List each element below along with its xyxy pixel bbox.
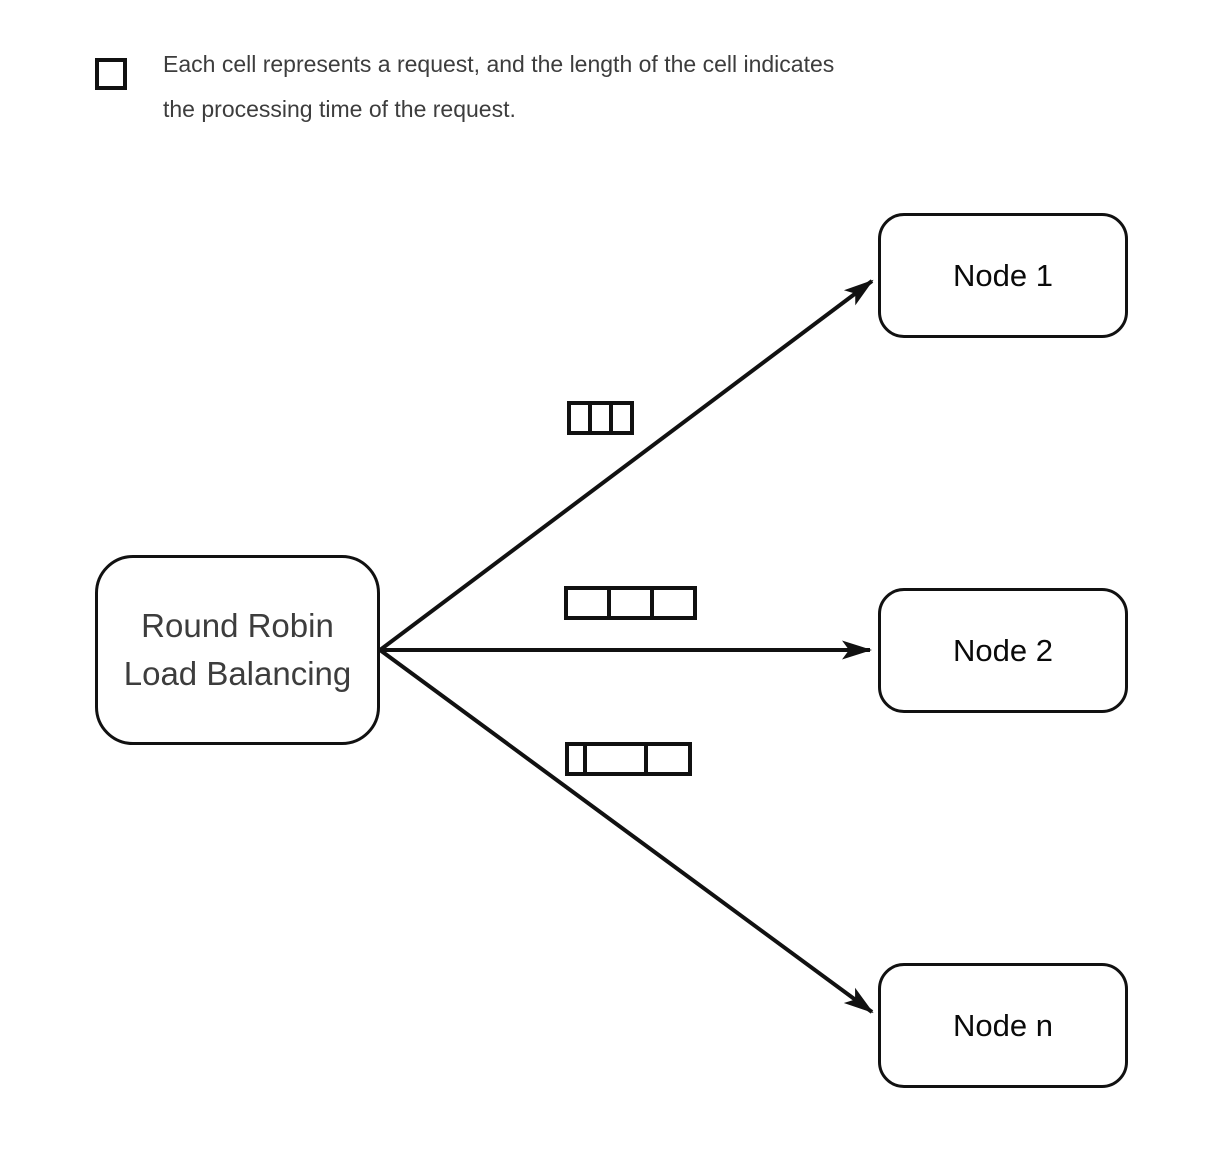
legend-line-1: Each cell represents a request, and the … (163, 51, 835, 77)
request-cell (569, 746, 583, 772)
request-cell (654, 590, 693, 616)
request-cell (611, 590, 650, 616)
load-balancer-label-line-1: Round Robin (141, 607, 334, 644)
request-strip-node-n (565, 742, 692, 776)
request-cell (592, 405, 609, 431)
node-n-box: Node n (878, 963, 1128, 1088)
request-cell (613, 405, 630, 431)
request-strip-node-2 (564, 586, 697, 620)
node-1-label: Node 1 (953, 257, 1053, 293)
request-cell (587, 746, 644, 772)
legend-text: Each cell represents a request, and the … (163, 42, 834, 132)
node-n-label: Node n (953, 1007, 1053, 1043)
node-2-box: Node 2 (878, 588, 1128, 713)
request-cell (568, 590, 607, 616)
legend-cell-icon (95, 58, 127, 90)
request-cell (648, 746, 688, 772)
load-balancer-label-line-2: Load Balancing (123, 655, 352, 692)
legend-line-2: the processing time of the request. (163, 96, 516, 122)
node-2-label: Node 2 (953, 632, 1053, 668)
load-balancer-box: Round Robin Load Balancing (95, 555, 380, 745)
request-strip-node-1 (567, 401, 634, 435)
node-1-box: Node 1 (878, 213, 1128, 338)
arrow-to-node-n (378, 648, 874, 1014)
request-cell (571, 405, 588, 431)
